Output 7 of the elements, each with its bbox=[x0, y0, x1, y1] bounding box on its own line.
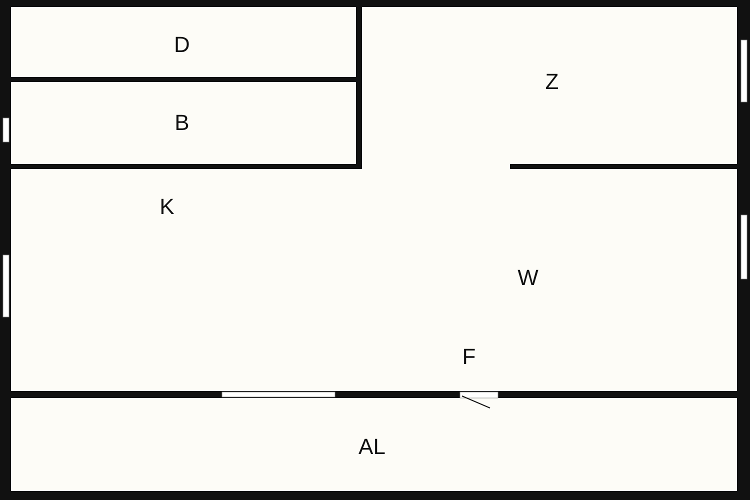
room-label: B bbox=[174, 110, 190, 136]
room-label: W bbox=[518, 265, 538, 291]
room-label: AL bbox=[358, 434, 386, 460]
room-label: Z bbox=[545, 69, 559, 95]
room-label: D bbox=[174, 32, 190, 58]
room-label: K bbox=[160, 194, 174, 220]
room-label: F bbox=[462, 344, 476, 370]
